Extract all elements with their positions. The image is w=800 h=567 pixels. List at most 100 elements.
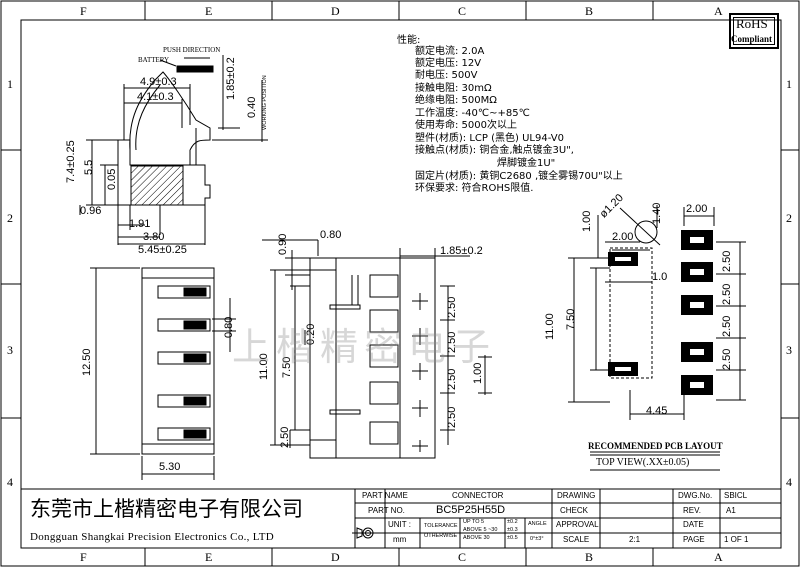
spec-line-3: 耐电压: 500V [415, 70, 478, 81]
dim-0-40: 0.40 [246, 96, 258, 118]
dim-4-1: 4.1±0.3 [137, 91, 174, 103]
grid-col-bottom-e: E [205, 550, 213, 564]
tb-tol-v3: ±0.5 [507, 535, 518, 541]
dim-pcb-2-50-1: 2.50 [721, 250, 733, 272]
dim-1-91: 1.91 [129, 218, 151, 230]
tb-date-label: DATE [683, 520, 704, 529]
spec-heading: 性能: [397, 35, 421, 46]
tb-angle-label: ANGLE [528, 521, 547, 527]
grid-col-top-b: B [585, 4, 594, 18]
grid-row-left-2: 2 [7, 211, 13, 225]
dim-pcb-2-50-3: 2.50 [721, 315, 733, 337]
tb-drawing-label: DRAWING [557, 491, 596, 500]
dim-pcb-2-50-4: 2.50 [721, 348, 733, 370]
dim-pcb-1-40: 1.40 [651, 202, 663, 224]
grid-col-top-e: E [205, 4, 213, 18]
grid-row-left-3: 3 [7, 343, 13, 357]
tb-tol-v2: ±0.3 [507, 527, 518, 533]
grid-col-top-f: F [80, 4, 87, 18]
dim-pcb-2-50-2: 2.50 [721, 283, 733, 305]
dim-1-85-top: 1.85±0.2 [440, 245, 483, 257]
tb-otherwise-label: OTHERWISE [424, 533, 458, 539]
dim-0-90: 0.90 [277, 233, 289, 255]
dim-pcb-2-00-top: 2.00 [686, 203, 708, 215]
tb-rev-label: REV. [683, 506, 701, 515]
pcb-caption-view: TOP VIEW(.XX±0.05) [596, 457, 690, 468]
tb-rev: A1 [726, 506, 736, 515]
dim-pcb-2-00: 2.00 [612, 231, 634, 243]
tb-dwg-no-label: DWG.No. [678, 491, 713, 500]
company-name-cn: 东莞市上楷精密电子有限公司 [30, 497, 303, 521]
tb-part-name: CONNECTOR [452, 491, 504, 500]
grid-col-bottom-b: B [585, 550, 594, 564]
tb-unit: mm [393, 535, 407, 544]
spec-line-8: 塑件(材质): LCP (黑色) UL94-V0 [415, 133, 564, 144]
dim-5-5: 5.5 [83, 159, 95, 175]
tb-tol-v1: ±0.2 [507, 519, 518, 525]
battery-label: BATTERY [138, 56, 170, 64]
grid-col-top-c: C [458, 4, 467, 18]
dim-4-9: 4.9±0.3 [140, 76, 177, 88]
dim-2-50-top-a: 2.50 [446, 296, 458, 318]
dim-0-05: 0.05 [106, 168, 118, 190]
spec-line-7: 使用寿命: 5000次以上 [415, 120, 517, 131]
tb-unit-label: UNIT : [388, 520, 411, 529]
spec-line-11: 固定片(材质): 黄铜C2680 ,镀全雾锡70U"以上 [415, 171, 623, 182]
tb-tol-upto5: UP TO 5 [463, 519, 485, 525]
spec-line-9: 接触点(材质): 铜合金,触点镀金3U", [415, 145, 574, 156]
dim-12-50: 12.50 [81, 348, 93, 376]
grid-col-bottom-c: C [458, 550, 467, 564]
grid-row-right-1: 1 [786, 77, 792, 91]
tb-page-label: PAGE [683, 535, 705, 544]
dim-0-96: 0.96 [80, 205, 102, 217]
dim-0-80-top: 0.80 [320, 229, 342, 241]
rohs-title: RoHS [736, 16, 768, 31]
tb-part-no-label: PART NO. [368, 506, 405, 515]
dim-pcb-1-0: 1.0 [652, 271, 668, 283]
dim-5-45: 5.45±0.25 [138, 244, 187, 256]
tb-page: 1 OF 1 [724, 535, 749, 544]
grid-col-top-d: D [331, 4, 340, 18]
tb-part-no: BC5P25H55D [436, 504, 506, 516]
tb-tolerance-label: TOLERANCE [424, 523, 458, 529]
grid-col-bottom-d: D [331, 550, 340, 564]
dim-1-85-side: 1.85±0.2 [225, 57, 237, 100]
pcb-caption-title: RECOMMENDED PCB LAYOUT [588, 441, 723, 451]
dim-3-80: 3.80 [143, 231, 165, 243]
dim-pcb-4-45: 4.45 [646, 405, 668, 417]
spec-line-1: 额定电流: 2.0A [415, 46, 485, 57]
push-direction-label: PUSH DIRECTION [163, 46, 221, 54]
company-name-en: Dongguan Shangkai Precision Electronics … [30, 531, 275, 543]
grid-col-bottom-f: F [80, 550, 87, 564]
grid-row-right-4: 4 [786, 475, 792, 489]
dim-2-50-top-d: 2.50 [446, 406, 458, 428]
spec-line-10: 焊脚镀金1U" [497, 158, 556, 169]
rohs-badge [729, 13, 779, 49]
tb-check-label: CHECK [560, 506, 589, 515]
tb-dwg-no: SBICL [724, 491, 748, 500]
tb-tol-5-30: ABOVE 5 ~30 [463, 527, 498, 533]
dim-5-30: 5.30 [159, 461, 181, 473]
grid-col-top-a: A [714, 4, 723, 18]
spec-line-6: 工作温度: -40℃~+85℃ [415, 108, 530, 119]
rohs-compliant: Compliant [731, 34, 773, 44]
dim-pcb-7-50: 7.50 [565, 308, 577, 330]
dim-7-4: 7.4±0.25 [65, 140, 77, 183]
tb-scale-label: SCALE [563, 535, 590, 544]
tb-approval-label: APPROVAL [556, 520, 599, 529]
spec-line-4: 接触电阻: 30mΩ [415, 83, 492, 94]
dim-pcb-1-00: 1.00 [581, 210, 593, 232]
working-position-label: WORKING POSITION [262, 75, 268, 130]
spec-line-12: 环保要求: 符合ROHS限值. [415, 183, 534, 194]
grid-row-right-2: 2 [786, 211, 792, 225]
tb-scale: 2:1 [629, 535, 641, 544]
projection-symbol [352, 527, 380, 539]
grid-col-bottom-a: A [714, 550, 723, 564]
grid-row-left-1: 1 [7, 77, 13, 91]
grid-row-right-3: 3 [786, 343, 792, 357]
spec-line-5: 绝缘电阻: 500MΩ [415, 95, 497, 106]
grid-row-left-4: 4 [7, 475, 13, 489]
watermark: 上楷精密电子 [232, 325, 497, 369]
dim-2-50-top-e: 2.50 [279, 426, 291, 448]
